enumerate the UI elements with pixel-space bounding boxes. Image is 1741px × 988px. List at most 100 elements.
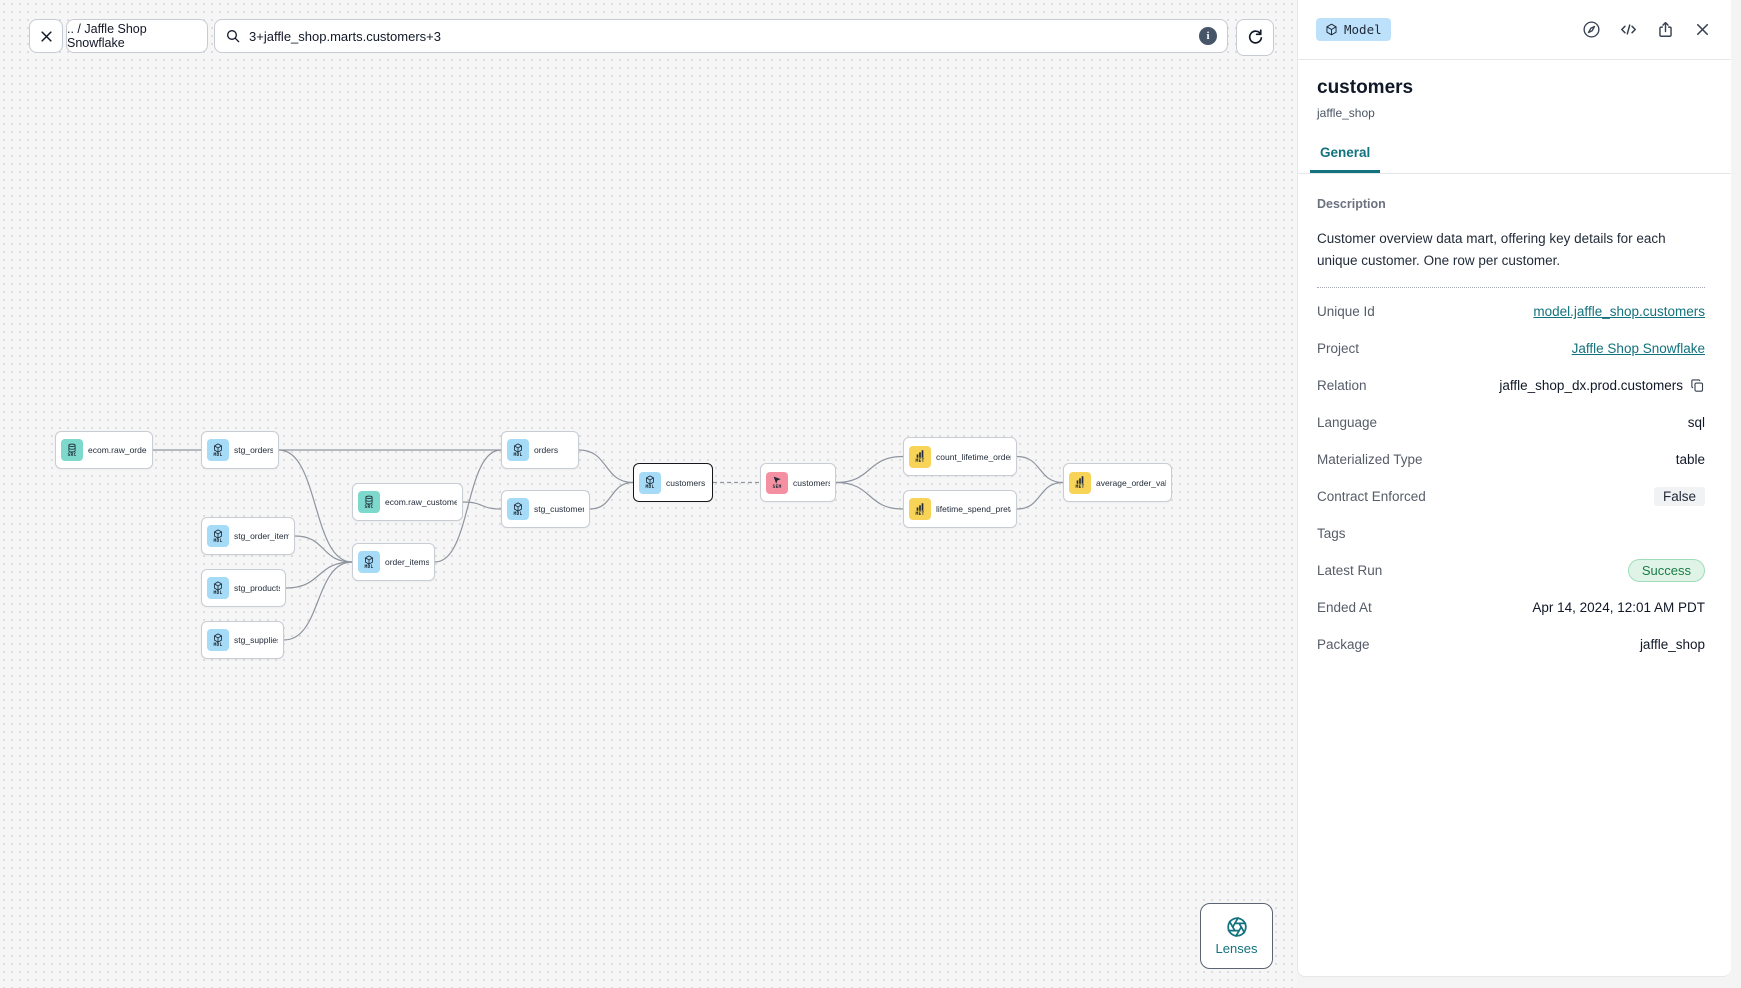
separator	[1317, 287, 1705, 288]
description-text: Customer overview data mart, offering ke…	[1317, 231, 1666, 268]
lineage-canvas[interactable]: SRCecom.raw_ordersMDLstg_ordersMDLstg_or…	[0, 0, 1297, 988]
share-icon[interactable]	[1654, 19, 1676, 41]
edge-lifetime_spend_pretax-to-average_order_value	[1016, 481, 1064, 510]
model-icon: MDL	[207, 439, 229, 461]
info-icon[interactable]: i	[1199, 27, 1217, 45]
resource-type-badge: Model	[1316, 18, 1391, 41]
graph-node-count_lifetime_orders[interactable]: MET count_lifetime_orders	[903, 437, 1017, 476]
edge-customers_sem-to-count_lifetime_orders	[835, 455, 904, 484]
field-value: table	[1675, 452, 1705, 467]
source-icon: SRC	[358, 491, 380, 513]
field-label: Materialized Type	[1317, 452, 1423, 467]
model-icon: MDL	[507, 498, 529, 520]
breadcrumb[interactable]: .. / Jaffle Shop Snowflake	[66, 19, 208, 53]
graph-node-average_order_value[interactable]: MET average_order_value	[1063, 463, 1172, 502]
edge-customers_sem-to-lifetime_spend_pretax	[835, 481, 904, 510]
edge-stg_products-to-order_items	[285, 561, 353, 589]
node-label: customers	[793, 477, 830, 488]
model-icon: MDL	[507, 439, 529, 461]
field-label: Tags	[1317, 526, 1346, 541]
edge-stg_order_items-to-order_items	[294, 535, 353, 563]
copy-icon[interactable]	[1690, 378, 1705, 393]
field-value: Success	[1627, 559, 1705, 582]
edge-raw_customers-to-stg_customers	[462, 501, 502, 510]
project-link[interactable]: Jaffle Shop Snowflake	[1571, 341, 1705, 356]
page-title: customers	[1317, 77, 1414, 98]
breadcrumb-label: .. / Jaffle Shop Snowflake	[67, 22, 147, 50]
close-lineage-button[interactable]	[29, 19, 63, 53]
node-label: orders	[534, 445, 559, 455]
node-label: customers	[666, 477, 706, 488]
node-label: order_items	[385, 557, 429, 567]
details-panel: Model	[1297, 0, 1731, 977]
refresh-button[interactable]	[1236, 19, 1274, 56]
field-value: jaffle_shop	[1639, 637, 1705, 652]
field-value: False	[1653, 487, 1705, 506]
tab-general[interactable]: General	[1310, 136, 1381, 173]
close-icon	[40, 30, 52, 42]
graph-node-stg_products[interactable]: MDL stg_products	[201, 569, 286, 607]
close-panel-icon[interactable]	[1691, 19, 1713, 41]
resource-type-label: Model	[1344, 22, 1382, 37]
node-label: count_lifetime_orders	[936, 451, 1011, 462]
field-label: Ended At	[1317, 600, 1372, 615]
node-label: stg_orders	[234, 445, 273, 455]
field-row-contract-enforced: Contract Enforced False	[1317, 478, 1705, 515]
node-label: stg_customers	[534, 504, 584, 514]
field-row-tags: Tags	[1317, 515, 1705, 552]
graph-node-customers[interactable]: MDL customers	[633, 463, 713, 502]
model-icon: MDL	[358, 551, 380, 573]
node-label: ecom.raw_orders	[88, 445, 147, 455]
field-row-ended-at: Ended At Apr 14, 2024, 12:01 AM PDT	[1317, 589, 1705, 626]
field-label: Contract Enforced	[1317, 489, 1426, 504]
panel-header: Model	[1298, 0, 1731, 60]
status-badge: Success	[1627, 559, 1705, 582]
field-label: Relation	[1317, 378, 1367, 393]
field-label: Package	[1317, 637, 1370, 652]
field-value: model.jaffle_shop.customers	[1533, 304, 1705, 319]
field-row-materialized-type: Materialized Type table	[1317, 441, 1705, 478]
graph-node-raw_customers[interactable]: SRC ecom.raw_customers	[352, 483, 463, 521]
package-subtitle: jaffle_shop	[1317, 106, 1375, 120]
edge-count_lifetime_orders-to-average_order_value	[1016, 455, 1064, 484]
code-icon[interactable]	[1617, 19, 1639, 41]
explore-icon[interactable]	[1580, 19, 1602, 41]
model-icon: MDL	[639, 471, 661, 494]
metric-icon: MET	[1069, 471, 1091, 494]
lenses-label: Lenses	[1215, 941, 1258, 956]
unique-id-link[interactable]: model.jaffle_shop.customers	[1533, 304, 1705, 319]
search-bar: i	[214, 19, 1228, 53]
field-label: Latest Run	[1317, 563, 1383, 578]
field-row-latest-run: Latest Run Success	[1317, 552, 1705, 589]
graph-node-orders[interactable]: MDL orders	[501, 431, 579, 469]
field-value: Apr 14, 2024, 12:01 AM PDT	[1532, 600, 1705, 615]
node-label: stg_products	[234, 583, 280, 593]
model-cube-icon	[1326, 23, 1337, 36]
edge-stg_supplies-to-order_items	[283, 561, 353, 641]
node-label: ecom.raw_customers	[385, 497, 457, 507]
search-icon	[227, 30, 240, 43]
selector-search-input[interactable]	[249, 28, 1199, 44]
description-label: Description	[1317, 197, 1386, 211]
metric-icon: MET	[909, 445, 931, 468]
node-label: average_order_value	[1096, 477, 1166, 488]
lenses-aperture-icon	[1226, 917, 1247, 937]
node-label: stg_supplies	[234, 635, 278, 645]
graph-node-stg_orders[interactable]: MDL stg_orders	[201, 431, 279, 469]
metric-icon: MET	[909, 498, 931, 520]
graph-node-order_items[interactable]: MDL order_items	[352, 543, 435, 581]
lenses-button[interactable]: Lenses	[1200, 903, 1273, 969]
graph-node-stg_customers[interactable]: MDL stg_customers	[501, 490, 590, 528]
model-icon: MDL	[207, 577, 229, 599]
field-value: Jaffle Shop Snowflake	[1572, 341, 1705, 356]
panel-header-actions	[1580, 19, 1713, 41]
